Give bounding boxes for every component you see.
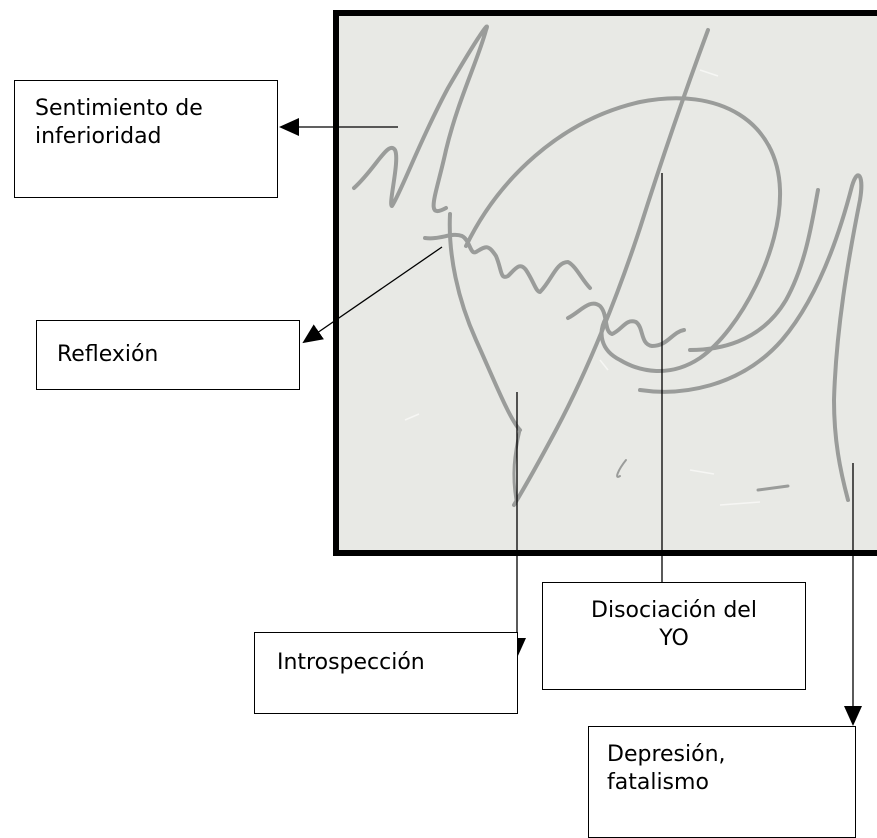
label-introspeccion: Introspección — [254, 632, 518, 714]
label-text-line: Depresión, — [607, 742, 726, 767]
label-reflexion: Reflexión — [36, 320, 300, 390]
label-text-line: Disociación del — [591, 598, 757, 623]
label-text-line: YO — [659, 626, 689, 651]
label-sentimiento-de-inferioridad: Sentimiento de inferioridad — [14, 80, 278, 198]
label-depresion-fatalismo: Depresión, fatalismo — [588, 726, 856, 838]
pointer-arrows — [279, 118, 862, 726]
label-text-line: Introspección — [277, 650, 425, 675]
label-text-line: Sentimiento de — [35, 96, 203, 121]
label-text-line: fatalismo — [607, 770, 709, 795]
signature-frame — [333, 10, 877, 556]
label-text-line: Reflexión — [57, 342, 159, 367]
handwritten-signature — [352, 24, 864, 507]
label-text-line: inferioridad — [35, 124, 162, 149]
arrow-reflexion — [302, 246, 443, 344]
label-disociacion-del-yo: Disociación del YO — [542, 582, 806, 690]
signature-panel — [333, 10, 877, 556]
signature-paper — [336, 13, 877, 553]
